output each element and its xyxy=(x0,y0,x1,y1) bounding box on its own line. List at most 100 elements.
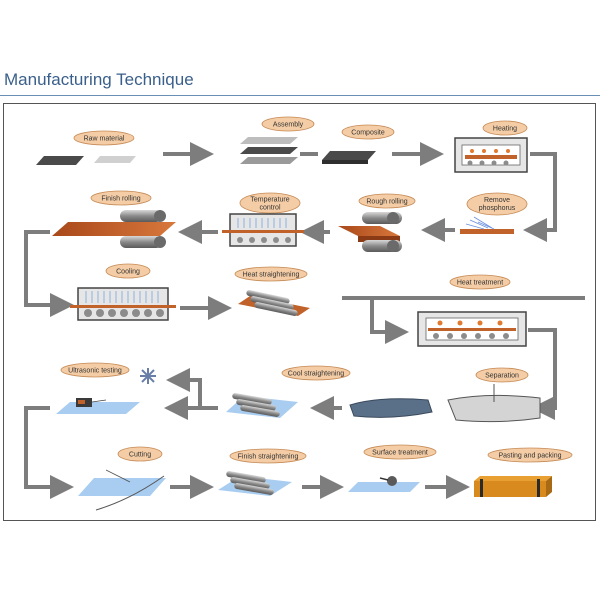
label-separation xyxy=(475,367,529,383)
label-cooling xyxy=(105,263,151,279)
heated-plate xyxy=(465,155,517,159)
composite-edge xyxy=(322,160,368,164)
label-remove-text-1: Remove xyxy=(484,197,510,204)
pack-front xyxy=(474,481,546,497)
label-composite-text: Composite xyxy=(351,130,385,137)
label-cutting-text: Cutting xyxy=(129,452,151,459)
water-jets xyxy=(465,216,495,230)
step-pasting-packing: Pasting and packing xyxy=(474,447,573,497)
flow-arrows xyxy=(24,142,585,499)
label-finish-straightening-text: Finish straightening xyxy=(238,454,299,461)
label-cool-straightening xyxy=(281,365,351,381)
label-assembly xyxy=(261,116,315,132)
steel-plate-light xyxy=(94,156,136,163)
label-rough-rolling-text: Rough rolling xyxy=(366,199,407,206)
step-heat-treatment: Heat treatment xyxy=(417,274,527,347)
cut-curve xyxy=(95,475,165,511)
step-finish-rolling: Finish rolling xyxy=(52,190,176,248)
label-raw-material-text: Raw material xyxy=(84,136,125,143)
us-device-screen xyxy=(78,400,85,404)
grinder-head xyxy=(387,476,397,486)
step-ultrasonic-testing: Ultrasonic testing xyxy=(56,362,156,414)
label-finish-rolling xyxy=(90,190,152,206)
us-plate xyxy=(56,402,140,414)
pack-top xyxy=(474,476,552,481)
diagram-frame xyxy=(3,103,596,521)
step-assembly: Assembly xyxy=(240,116,315,164)
assembly-layer-1 xyxy=(240,137,298,144)
hs-rollers xyxy=(246,290,298,316)
steel-plate-dark xyxy=(36,156,84,165)
fs-rollers xyxy=(226,471,274,495)
cooling-sprays xyxy=(85,291,159,303)
step-raw-material: Raw material xyxy=(36,130,136,165)
title-divider xyxy=(0,95,600,96)
step-rough-rolling: Rough rolling xyxy=(338,193,416,252)
step-surface-treatment: Surface treatment xyxy=(348,444,437,492)
step-heating: Heating xyxy=(454,120,528,173)
page-title: Manufacturing Technique xyxy=(4,70,194,89)
label-heating-text: Heating xyxy=(493,126,517,133)
label-raw-material xyxy=(73,130,135,146)
step-cooling: Cooling xyxy=(70,263,176,321)
bent-slab xyxy=(349,398,433,418)
step-cutting: Cutting xyxy=(78,446,166,511)
pack-side xyxy=(546,476,552,497)
label-rough-rolling xyxy=(358,193,416,209)
roller-top xyxy=(120,210,162,222)
label-heat-straightening xyxy=(234,266,308,282)
step-temperature-control: Temperature control xyxy=(222,192,304,247)
label-cutting xyxy=(117,446,163,462)
label-separation-text: Separation xyxy=(485,373,519,380)
label-heat-treatment-text: Heat treatment xyxy=(457,280,503,287)
label-assembly-text: Assembly xyxy=(273,122,304,129)
label-remove-phosphorus xyxy=(466,192,528,216)
rolled-plate xyxy=(52,222,176,236)
arrow-heattreat-to-separation xyxy=(528,328,557,420)
label-pasting-packing xyxy=(487,447,573,463)
cs-rollers xyxy=(232,393,280,417)
roller-bottom xyxy=(120,236,162,248)
st-plate xyxy=(348,482,420,492)
arrow-coolstraight-to-ultrasonic xyxy=(166,368,218,410)
label-finish-straightening xyxy=(229,448,307,464)
label-pasting-packing-text: Pasting and packing xyxy=(498,453,561,460)
pack-straps xyxy=(480,479,540,497)
step-finish-straightening: Finish straightening xyxy=(218,448,307,496)
step-composite: Composite xyxy=(322,124,395,164)
arrow-finish-to-cooling xyxy=(24,230,74,317)
treatment-plate xyxy=(428,328,516,331)
composite-block xyxy=(322,151,376,160)
label-cool-straightening-text: Cool straightening xyxy=(288,371,345,378)
separation-slab xyxy=(447,394,541,423)
label-temp-text-2: control xyxy=(259,205,280,212)
step-remove-phosphorus: Remove phosphorus xyxy=(460,192,528,234)
label-heat-straightening-text: Heat straightening xyxy=(243,272,300,279)
label-surface-treatment-text: Surface treatment xyxy=(372,450,428,457)
temp-plate xyxy=(222,230,304,233)
descaled-plate xyxy=(460,229,514,234)
step-heat-straightening: Heat straightening xyxy=(234,266,310,316)
label-composite xyxy=(341,124,395,140)
cooling-plate xyxy=(70,305,176,308)
step-cool-straightening: Cool straightening xyxy=(226,365,351,418)
label-heating xyxy=(482,120,528,136)
label-temperature-control xyxy=(239,192,301,214)
label-surface-treatment xyxy=(363,444,437,460)
label-heat-treatment xyxy=(449,274,511,290)
arrow-ultrasonic-to-cutting xyxy=(24,406,74,499)
us-probe-icon xyxy=(140,368,156,384)
assembly-layer-3 xyxy=(240,157,298,164)
label-cooling-text: Cooling xyxy=(116,269,140,276)
label-finish-rolling-text: Finish rolling xyxy=(101,196,140,203)
label-temp-text-1: Temperature xyxy=(250,197,289,204)
arrow-branch-to-heattreat xyxy=(370,298,409,344)
arrow-heating-to-remove xyxy=(523,152,557,242)
cut-plate xyxy=(78,478,166,496)
label-remove-text-2: phosphorus xyxy=(479,205,516,212)
label-ultrasonic-testing-text: Ultrasonic testing xyxy=(68,368,122,375)
label-ultrasonic-testing xyxy=(60,362,130,378)
water-sprays xyxy=(237,218,287,228)
step-separation: Separation xyxy=(349,367,541,423)
